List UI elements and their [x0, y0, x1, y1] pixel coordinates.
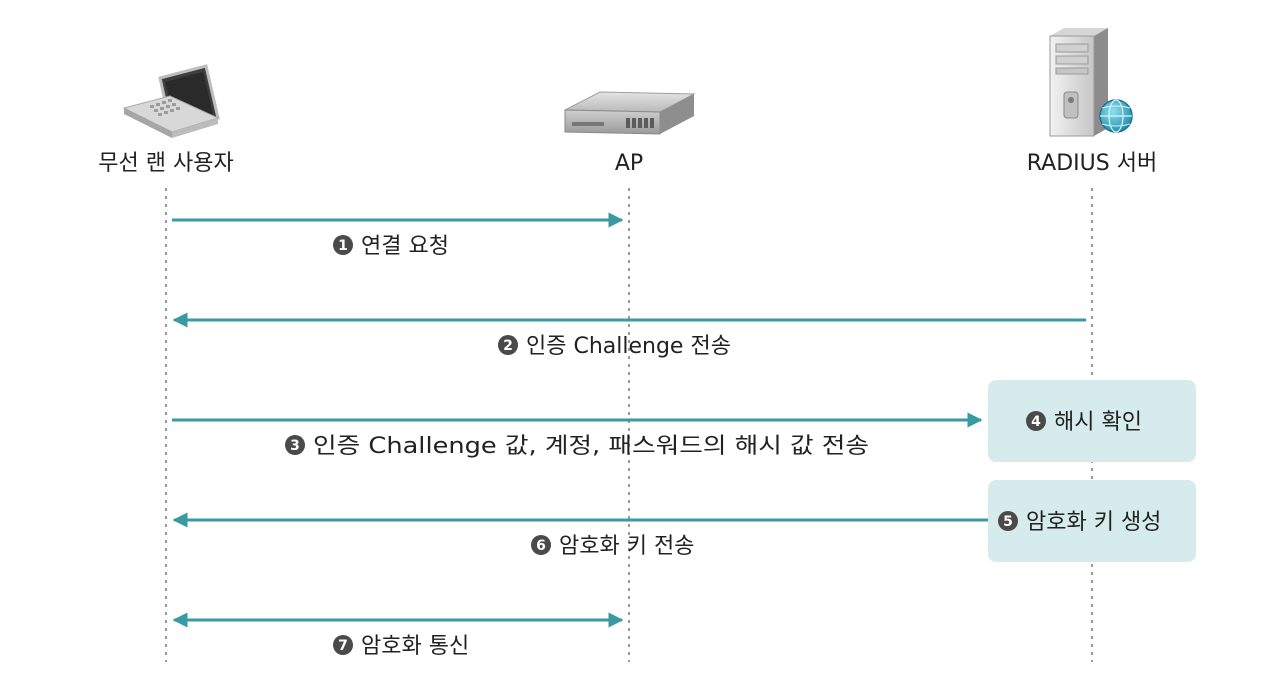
laptop-icon	[122, 64, 220, 138]
step-badge-number: 5	[1003, 514, 1013, 530]
message-label: 인증 Challenge 전송	[526, 334, 731, 359]
actor-label-radius: RADIUS 서버	[1027, 151, 1157, 176]
note-label: 암호화 키 생성	[1026, 510, 1161, 535]
note-label: 해시 확인	[1054, 410, 1142, 435]
step-badge	[333, 235, 353, 255]
step-badge-number: 7	[338, 638, 348, 654]
step-badge	[1026, 411, 1046, 431]
step-badge-number: 4	[1031, 414, 1041, 430]
message-label: 연결 요청	[361, 234, 449, 259]
message-label: 암호화 키 전송	[559, 534, 694, 559]
message-label: 인증 Challenge 값, 계정, 패스워드의 해시 값 전송	[313, 434, 869, 459]
step-badge-number: 3	[290, 438, 300, 454]
message-label: 암호화 통신	[361, 634, 469, 659]
step-badge	[285, 435, 305, 455]
actor-label-user: 무선 랜 사용자	[98, 151, 233, 176]
message-key-send: 6 암호화 키 전송	[172, 512, 988, 559]
note-key-generation: 5 암호화 키 생성	[988, 480, 1196, 562]
actor-label-ap: AP	[615, 151, 643, 176]
message-challenge-send: 2 인증 Challenge 전송	[172, 312, 1086, 359]
step-badge	[998, 511, 1018, 531]
step-badge	[333, 635, 353, 655]
step-badge	[531, 535, 551, 555]
step-badge-number: 1	[338, 238, 348, 254]
note-hash-check: 4 해시 확인	[988, 380, 1196, 462]
message-encrypted-comm: 7 암호화 통신	[172, 612, 624, 659]
step-badge	[498, 335, 518, 355]
message-hash-send: 3 인증 Challenge 값, 계정, 패스워드의 해시 값 전송	[172, 412, 983, 459]
server-icon	[1049, 28, 1133, 137]
step-badge-number: 2	[503, 338, 513, 354]
access-point-icon	[564, 91, 696, 135]
message-connection-request: 1 연결 요청	[172, 212, 624, 259]
step-badge-number: 6	[536, 538, 546, 554]
